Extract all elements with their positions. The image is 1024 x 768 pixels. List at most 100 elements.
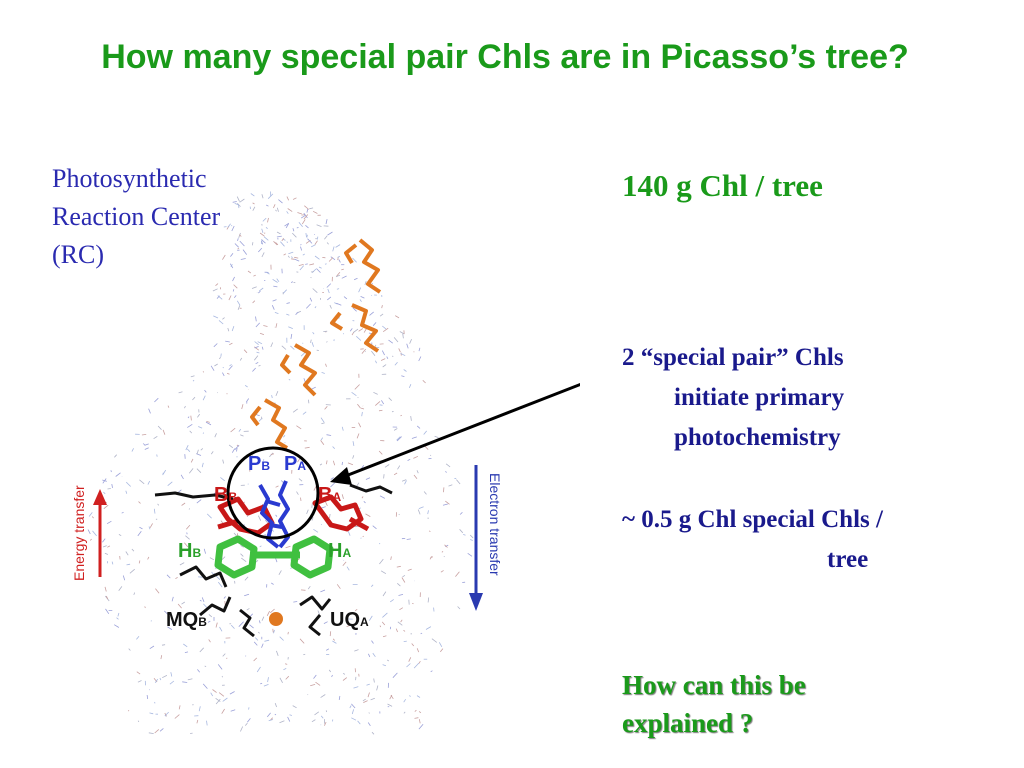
mesh-stroke: [281, 345, 287, 350]
mesh-stroke: [154, 729, 160, 734]
mesh-stroke: [147, 480, 151, 485]
mesh-stroke: [261, 194, 264, 199]
mesh-stroke: [247, 270, 252, 274]
mesh-stroke: [114, 454, 117, 458]
mesh-stroke: [247, 483, 249, 485]
mesh-stroke: [150, 620, 152, 622]
mesh-stroke: [373, 678, 375, 683]
mesh-stroke: [398, 594, 404, 596]
label-hb: HB: [178, 540, 201, 562]
mesh-stroke: [353, 328, 359, 333]
accessory-chlorophylls: [217, 494, 370, 536]
mesh-stroke: [375, 360, 377, 364]
mesh-stroke: [288, 378, 291, 381]
mesh-stroke: [294, 258, 300, 262]
mesh-stroke: [185, 535, 190, 540]
mesh-stroke: [258, 364, 261, 367]
mesh-stroke: [167, 405, 170, 408]
mesh-stroke: [420, 632, 423, 635]
mesh-stroke: [287, 255, 290, 258]
mesh-stroke: [201, 462, 204, 468]
mesh-stroke: [142, 443, 146, 446]
mesh-stroke: [253, 274, 256, 277]
mesh-stroke: [252, 202, 255, 205]
mesh-stroke: [403, 640, 407, 642]
mesh-stroke: [356, 433, 360, 439]
mesh-stroke: [279, 677, 283, 683]
mesh-stroke: [231, 325, 235, 332]
question-text: How can this be explained ?: [622, 666, 806, 742]
mesh-stroke: [208, 614, 213, 618]
mesh-stroke: [364, 280, 367, 286]
mesh-stroke: [241, 557, 247, 563]
mesh-stroke: [273, 285, 278, 288]
mesh-stroke: [263, 325, 268, 327]
mesh-stroke: [156, 454, 158, 457]
mesh-stroke: [192, 396, 196, 401]
mesh-stroke: [271, 395, 273, 399]
mesh-stroke: [386, 356, 389, 359]
mesh-stroke: [261, 252, 265, 258]
mesh-stroke: [407, 568, 412, 571]
mesh-stroke: [320, 437, 324, 441]
mesh-stroke: [411, 643, 415, 647]
mesh-stroke: [234, 243, 239, 248]
mesh-stroke: [250, 193, 255, 197]
mesh-stroke: [190, 458, 194, 463]
mesh-stroke: [266, 204, 269, 207]
mesh-stroke: [314, 306, 317, 309]
mesh-stroke: [396, 565, 401, 568]
mesh-stroke: [187, 423, 193, 428]
mesh-stroke: [311, 719, 316, 723]
mesh-stroke: [252, 300, 256, 304]
mesh-stroke: [185, 445, 189, 451]
mesh-stroke: [197, 413, 201, 418]
mesh-stroke: [137, 720, 140, 723]
mesh-stroke: [367, 722, 371, 727]
mesh-stroke: [169, 680, 175, 685]
mesh-stroke: [265, 271, 270, 275]
mesh-stroke: [341, 268, 344, 271]
mesh-stroke: [430, 556, 433, 558]
mesh-stroke: [382, 635, 387, 638]
mesh-stroke: [286, 302, 290, 304]
mesh-stroke: [318, 266, 322, 269]
mesh-stroke: [303, 212, 308, 219]
mesh-stroke: [157, 425, 162, 430]
mesh-stroke: [285, 675, 290, 680]
mesh-stroke: [252, 367, 256, 372]
mesh-stroke: [456, 479, 461, 485]
mesh-stroke: [358, 328, 364, 332]
mesh-stroke: [234, 203, 239, 206]
mesh-stroke: [267, 677, 269, 683]
mesh-stroke: [106, 520, 112, 525]
rc-label-line: (RC): [52, 240, 104, 269]
mesh-stroke: [166, 574, 171, 579]
mesh-stroke: [198, 706, 201, 712]
mesh-stroke: [441, 551, 444, 553]
mesh-stroke: [170, 672, 173, 677]
mesh-stroke: [275, 557, 278, 563]
mesh-stroke: [229, 342, 233, 346]
mesh-stroke: [371, 640, 374, 644]
mesh-stroke: [240, 553, 244, 557]
mesh-stroke: [305, 224, 309, 229]
mesh-stroke: [153, 508, 156, 514]
mesh-stroke: [380, 570, 387, 575]
mesh-stroke: [316, 268, 321, 273]
mesh-stroke: [219, 626, 223, 632]
mesh-stroke: [382, 664, 387, 667]
mesh-stroke: [228, 444, 234, 449]
mesh-stroke: [104, 586, 107, 592]
mesh-stroke: [290, 345, 295, 350]
mesh-stroke: [230, 427, 236, 433]
mesh-stroke: [265, 226, 268, 230]
mesh-stroke: [274, 312, 279, 314]
mesh-stroke: [203, 548, 206, 554]
mesh-stroke: [404, 480, 407, 485]
energy-transfer-label: Energy transfer: [71, 485, 87, 581]
mesh-stroke: [202, 371, 205, 373]
mesh-stroke: [257, 631, 260, 634]
mesh-stroke: [206, 421, 210, 423]
mesh-stroke: [306, 234, 308, 238]
